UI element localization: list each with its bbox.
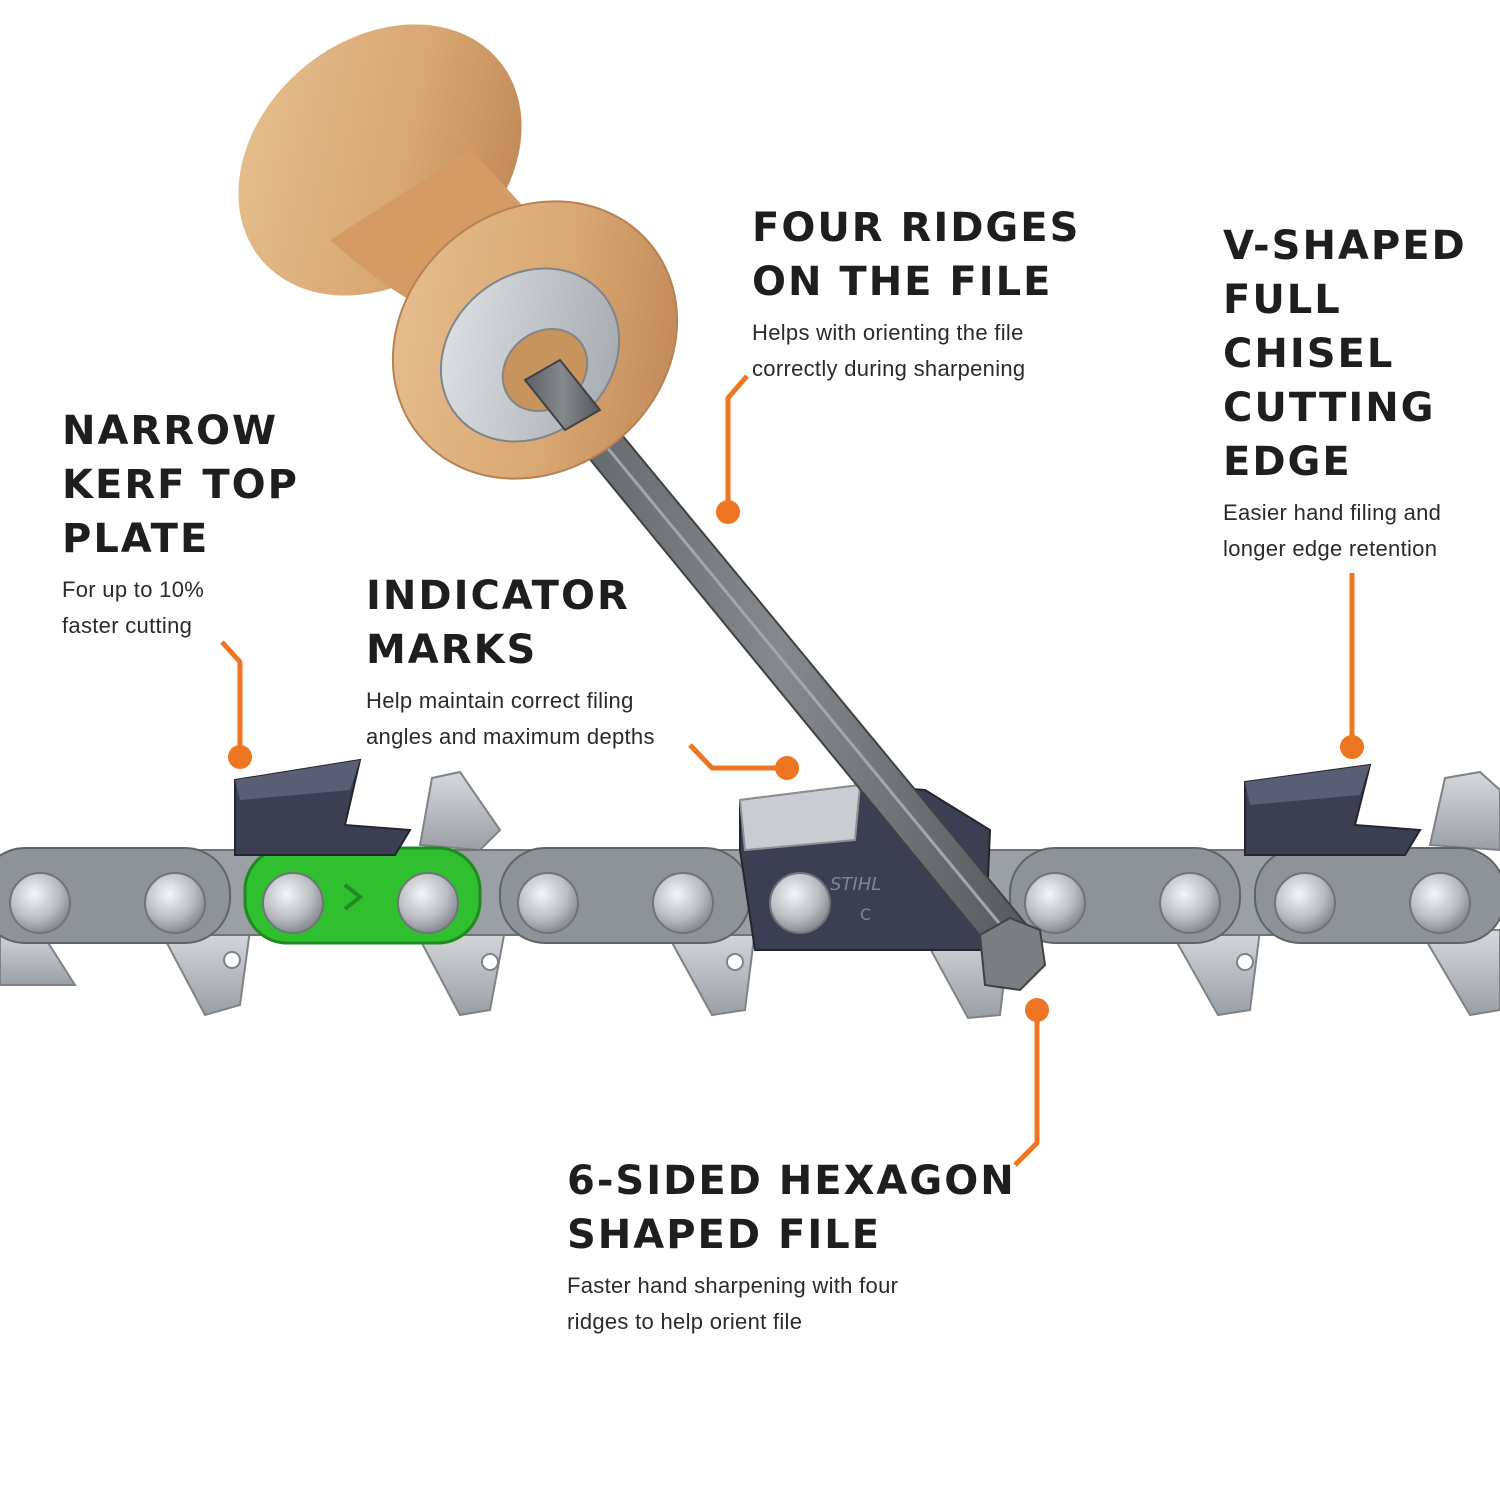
cutter-brand-text: STIHL	[830, 874, 881, 895]
dot-indicator	[775, 756, 799, 780]
saw-chain: STIHL C	[0, 758, 1500, 1020]
leader-narrow-kerf	[220, 640, 243, 755]
cutter-mark-text: C	[860, 905, 871, 924]
callout-description: Easier hand filing and longer edge reten…	[1223, 500, 1442, 561]
leader-hexagon	[1013, 1012, 1040, 1167]
leader-indicator	[688, 743, 785, 771]
leader-lines	[220, 374, 1355, 1167]
wooden-handle	[238, 24, 679, 480]
cutter-left	[234, 758, 412, 856]
callout-narrow-kerf: NARROW KERF TOP PLATE For up to 10% fast…	[62, 404, 299, 644]
callout-title: INDICATOR MARKS	[366, 573, 630, 673]
rivets	[9, 872, 1471, 934]
callout-description: For up to 10% faster cutting	[62, 577, 205, 638]
callout-title: V-SHAPED FULL CHISEL CUTTING EDGE	[1223, 223, 1467, 485]
leader-dots	[228, 500, 1364, 1022]
leader-four-ridges	[725, 374, 749, 510]
link-holes	[223, 951, 1254, 971]
callout-four-ridges: FOUR RIDGES ON THE FILE Helps with orien…	[752, 201, 1080, 387]
callout-hexagon-file: 6-SIDED HEXAGON SHAPED FILE Faster hand …	[567, 1154, 1016, 1340]
callout-title: 6-SIDED HEXAGON SHAPED FILE	[567, 1158, 1016, 1258]
depth-gauges	[418, 770, 1500, 852]
dot-narrow-kerf	[228, 745, 252, 769]
callout-description: Faster hand sharpening with four ridges …	[567, 1273, 899, 1334]
round-file-tool	[238, 24, 1047, 992]
callout-title: FOUR RIDGES ON THE FILE	[752, 205, 1081, 305]
hexagon-file-tip	[978, 916, 1047, 992]
callout-description: Helps with orienting the file correctly …	[752, 320, 1026, 381]
callout-title: NARROW KERF TOP PLATE	[62, 408, 299, 562]
callout-description: Help maintain correct filing angles and …	[366, 688, 655, 749]
callout-v-shaped: V-SHAPED FULL CHISEL CUTTING EDGE Easier…	[1223, 219, 1467, 567]
drive-links	[0, 929, 1500, 1020]
dot-four-ridges	[716, 500, 740, 524]
cutter-right	[1244, 763, 1422, 856]
link-chevron-mark	[343, 883, 364, 911]
callout-indicator-marks: INDICATOR MARKS Help maintain correct fi…	[366, 569, 655, 755]
dot-hexagon	[1025, 998, 1049, 1022]
dot-v-shaped	[1340, 735, 1364, 759]
